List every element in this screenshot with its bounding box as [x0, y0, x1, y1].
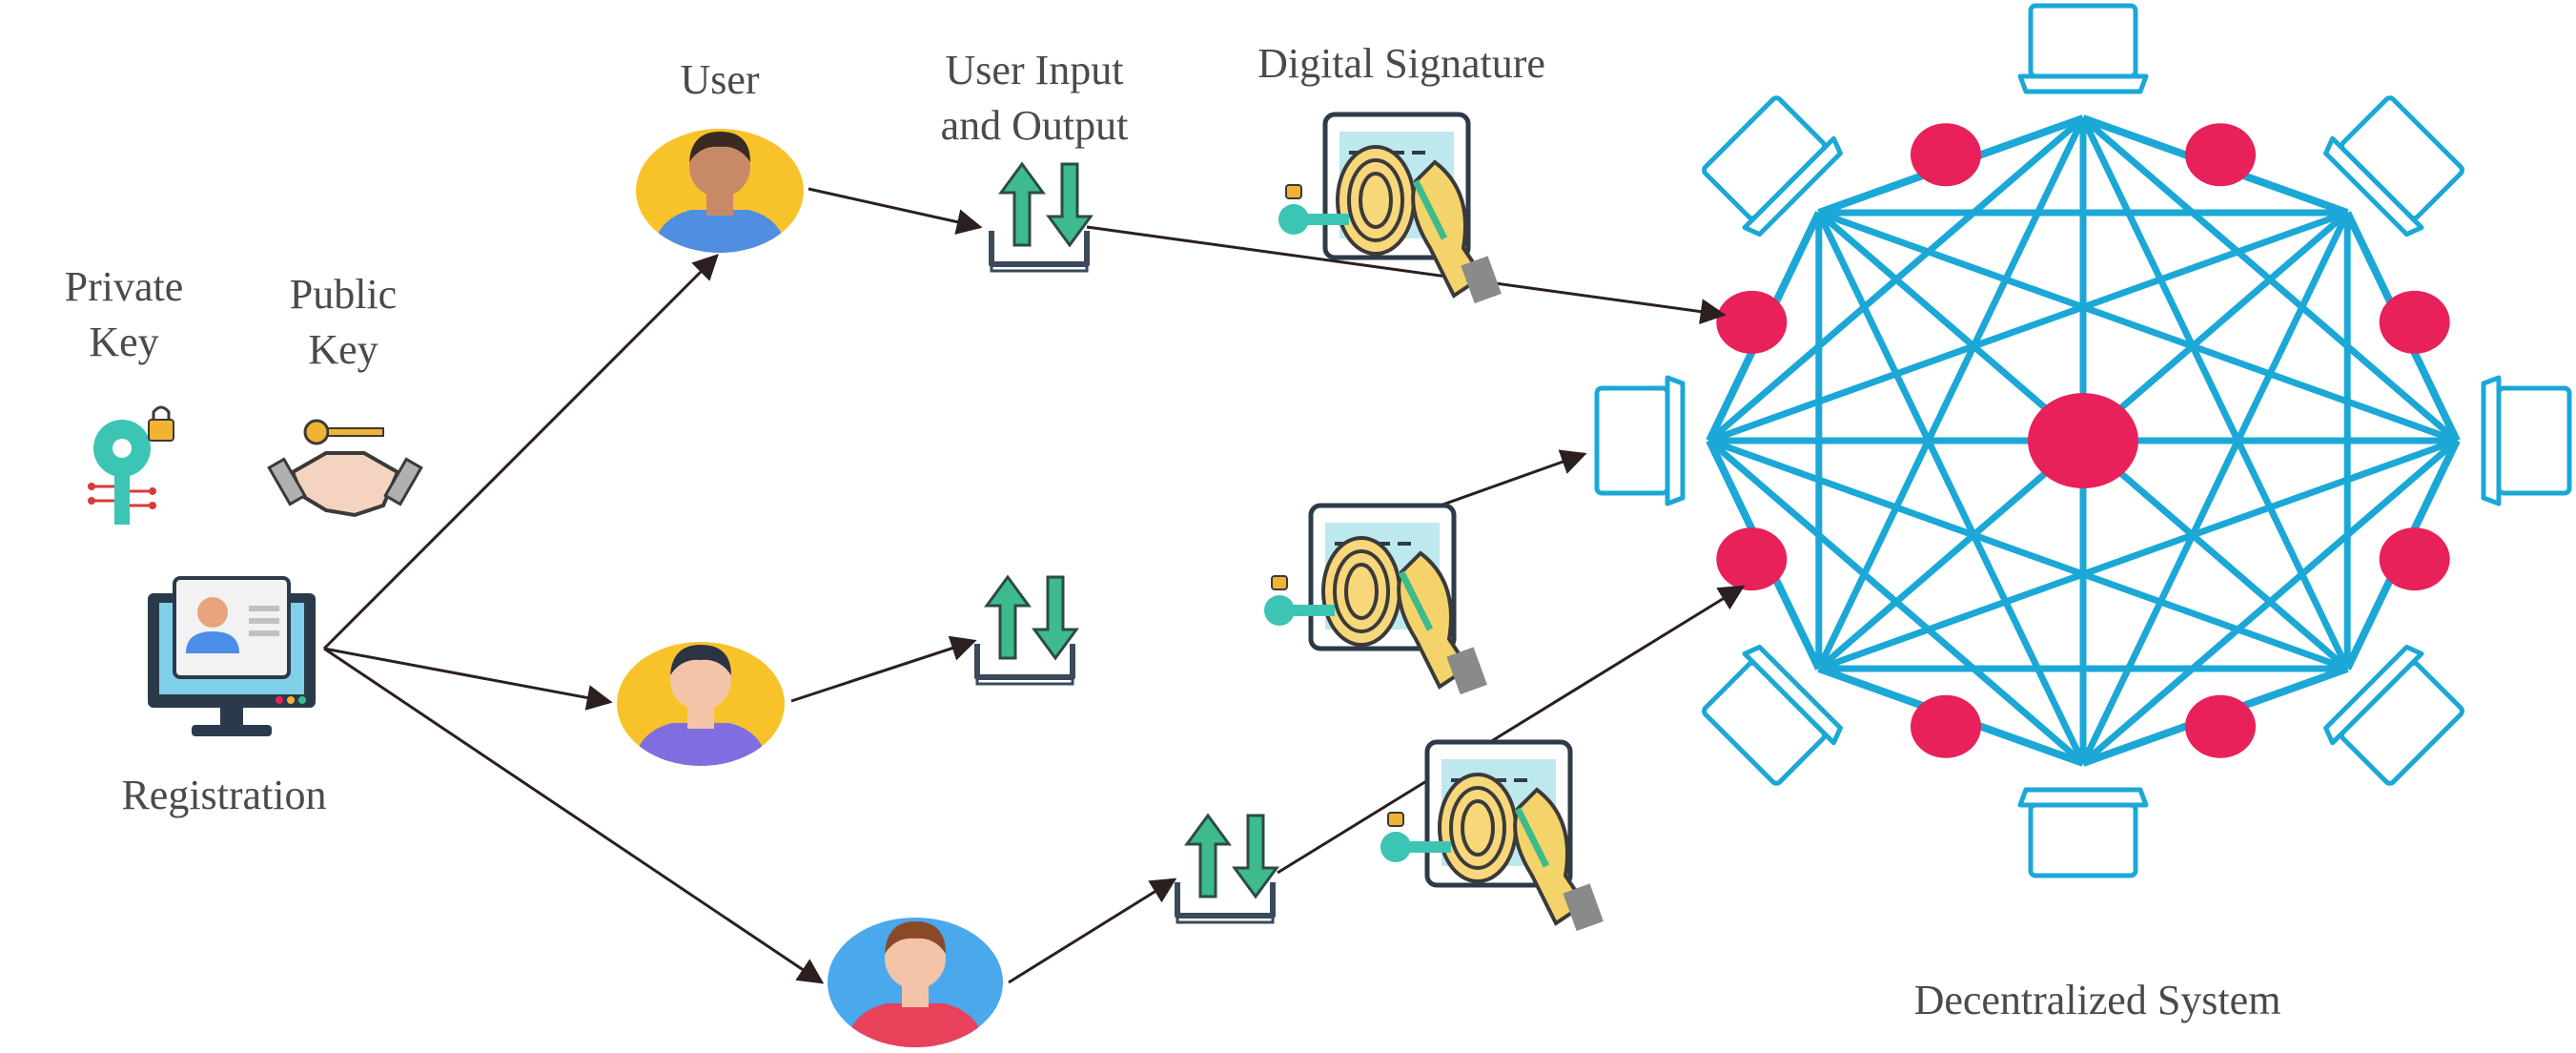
- fingerprint-signature-tablet-icon: [1264, 506, 1487, 694]
- up-down-arrows-tray-icon: [1177, 816, 1277, 922]
- fingerprint-signature-tablet-icon: [1380, 742, 1604, 931]
- network-link: [1817, 209, 2459, 444]
- up-down-arrows-tray-icon: [977, 577, 1076, 684]
- arrow-user2-io2: [790, 635, 977, 703]
- network-node: [2379, 527, 2450, 591]
- flow-arrows: [322, 187, 1746, 984]
- laptop-icon: [2020, 6, 2146, 92]
- computer-profile-icon: [148, 576, 316, 736]
- arrow-registration-user1: [322, 254, 719, 650]
- arrow-registration-user2: [323, 647, 613, 711]
- fingerprint-signature-tablet-icon: [1278, 114, 1502, 303]
- laptop-icon: [2484, 378, 2569, 504]
- arrow-sig2-network: [1434, 449, 1587, 509]
- central-node: [2028, 393, 2138, 488]
- network-node: [1716, 290, 1788, 354]
- decentralized-network: [1597, 6, 2569, 876]
- key-with-lock-icon: [88, 405, 174, 525]
- arrow-sig3-network: [1277, 585, 1746, 875]
- network-node: [2185, 123, 2257, 187]
- network-node: [2185, 694, 2257, 758]
- user-avatar-icon: [617, 642, 785, 766]
- arrow-user3-io3: [1008, 878, 1177, 984]
- network-link: [1707, 438, 2086, 766]
- user-avatar-icon: [828, 918, 1003, 1047]
- registration-label: Registration: [121, 772, 327, 818]
- network-node: [1910, 123, 1981, 187]
- laptop-icon: [2020, 790, 2146, 876]
- up-down-arrows-tray-icon: [992, 164, 1091, 271]
- arrow-registration-user3: [323, 647, 825, 984]
- laptop-icon: [1597, 378, 1683, 504]
- network-node: [1716, 527, 1788, 591]
- user-label: User: [680, 56, 760, 103]
- decentralized-system-label: Decentralized System: [1913, 977, 2281, 1023]
- arrow-user1-io1: [808, 187, 983, 235]
- network-node: [1910, 694, 1981, 758]
- digital-signature-label: Digital Signature: [1257, 40, 1545, 87]
- network-node: [2379, 290, 2450, 354]
- arrow-io1-network: [1086, 225, 1727, 325]
- handshake-key-icon: [267, 419, 423, 518]
- user-avatar-icon: [636, 129, 804, 253]
- network-link: [1815, 211, 2087, 765]
